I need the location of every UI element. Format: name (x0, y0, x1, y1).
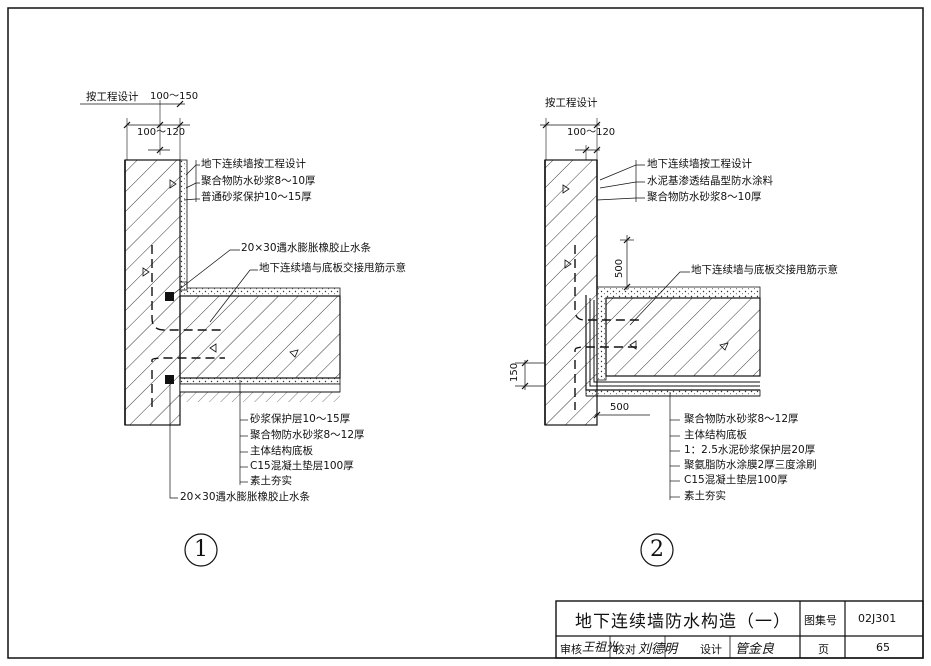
d2-label-b2: 1：2.5水泥砂浆保护层20厚 (684, 444, 816, 456)
design-signature: 管金良 (735, 642, 775, 657)
d2-top-note: 按工程设计 (545, 97, 598, 109)
d2-label-coating: 水泥基渗透结晶型防水涂料 (647, 175, 773, 187)
page-number: 65 (876, 641, 890, 654)
d2-diaphragm-wall (544, 159, 598, 426)
d1-number-circle (184, 533, 218, 567)
d2-label-mortar: 聚合物防水砂浆8～10厚 (647, 191, 762, 203)
atlas-label: 图集号 (804, 614, 837, 627)
d1-label-b1: 聚合物防水砂浆8～12厚 (250, 429, 365, 441)
detail-1-drawing (80, 100, 341, 567)
d1-label-b3: C15混凝土垫层100厚 (250, 460, 354, 472)
d2-label-b1: 主体结构底板 (684, 429, 747, 441)
d2-dim-inner: 100～120 (567, 127, 616, 138)
d1-wall-mortar (179, 159, 188, 291)
d2-dim-500-horizontal: 500 (610, 402, 630, 413)
d1-label-strip-bottom: 20×30遇水膨胀橡胶止水条 (180, 491, 311, 503)
check-signature: 刘德明 (638, 642, 678, 657)
drawing-title: 地下连续墙防水构造（一） (575, 612, 791, 632)
detail-2-drawing (515, 118, 761, 567)
sheet-border (7, 7, 924, 659)
check-label: 校对 (614, 643, 636, 656)
page-label: 页 (818, 643, 829, 656)
d1-label-b0: 砂浆保护层10～15厚 (250, 413, 351, 425)
title-block-frame (555, 600, 924, 659)
d1-label-rebar: 地下连续墙与底板交接甩筋示意 (259, 262, 406, 274)
d2-number-circle (640, 533, 674, 567)
d2-label-b4: C15混凝土垫层100厚 (684, 474, 788, 486)
d2-number: 2 (650, 537, 664, 562)
d1-dim-outer: 100～150 (150, 91, 199, 102)
review-label: 审核 (560, 643, 582, 656)
d2-label-b0: 聚合物防水砂浆8～12厚 (684, 413, 799, 425)
design-label: 设计 (700, 643, 722, 656)
d1-label-wall: 地下连续墙按工程设计 (201, 158, 306, 170)
d2-label-rebar: 地下连续墙与底板交接甩筋示意 (691, 264, 838, 276)
d2-label-b5: 素土夯实 (684, 490, 726, 502)
d1-base-slab (179, 295, 341, 379)
d2-label-b3: 聚氨脂防水涂膜2厚三度涂刷 (684, 459, 817, 471)
d1-label-b2: 主体结构底板 (250, 445, 313, 457)
d1-label-protect: 普通砂浆保护10～15厚 (201, 191, 312, 203)
d2-dim-150: 150 (509, 362, 520, 382)
d2-label-wall: 地下连续墙按工程设计 (647, 158, 752, 170)
d1-label-mortar: 聚合物防水砂浆8～10厚 (201, 175, 316, 187)
d1-label-b4: 素土夯实 (250, 475, 292, 487)
review-signature: 王祖光 (582, 640, 619, 654)
d1-number: 1 (194, 537, 208, 562)
d1-label-strip: 20×30遇水膨胀橡胶止水条 (241, 242, 372, 254)
d2-base-slab (605, 297, 761, 377)
d2-dim-500-vertical: 500 (614, 258, 625, 278)
d1-water-stop-bottom (165, 375, 174, 384)
d1-water-stop-top (165, 292, 174, 301)
d1-soil (180, 392, 340, 402)
d1-top-note: 按工程设计 (86, 91, 139, 103)
d1-dim-inner: 100～120 (137, 127, 186, 138)
atlas-number: 02J301 (858, 612, 897, 625)
